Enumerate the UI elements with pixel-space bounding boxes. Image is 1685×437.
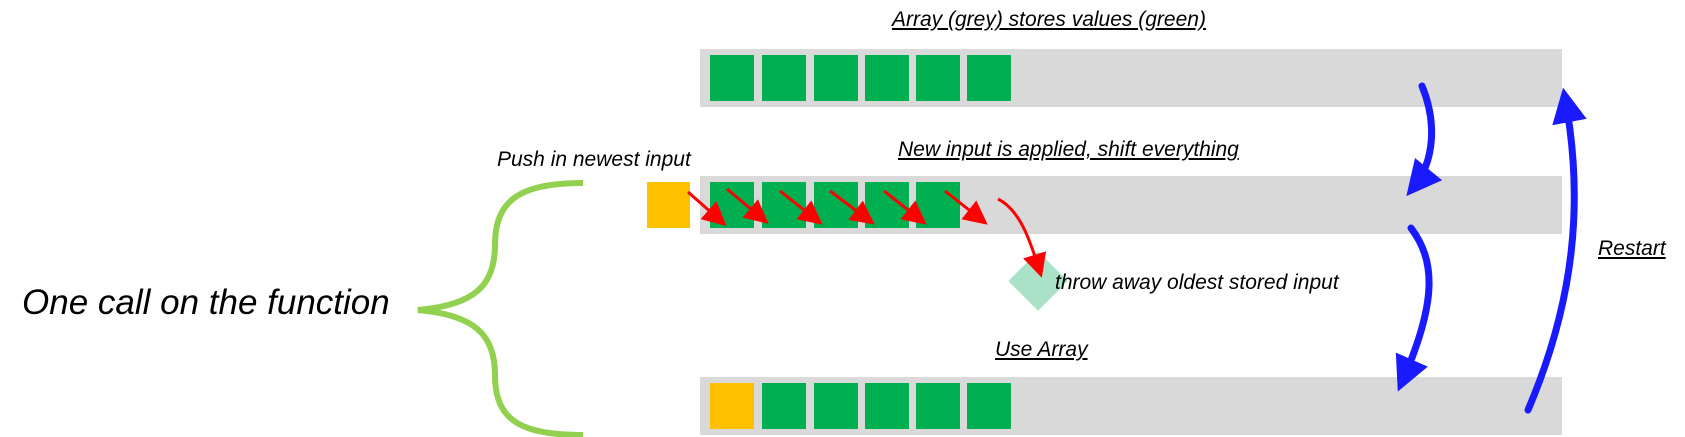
value-cell bbox=[814, 55, 858, 101]
flow-arrows bbox=[1395, 82, 1587, 414]
value-cell bbox=[865, 55, 909, 101]
value-cell bbox=[762, 55, 806, 101]
use-array-label: Use Array bbox=[995, 338, 1088, 361]
value-cell bbox=[762, 383, 806, 429]
new-input-cell bbox=[647, 182, 690, 228]
discard-label: throw away oldest stored input bbox=[1055, 271, 1339, 294]
value-cell bbox=[967, 383, 1011, 429]
restart-label: Restart bbox=[1598, 237, 1666, 260]
value-cell bbox=[814, 383, 858, 429]
function-call-brace bbox=[417, 180, 584, 437]
function-call-label: One call on the function bbox=[22, 283, 390, 322]
title-label: Array (grey) stores values (green) bbox=[892, 8, 1206, 31]
push-label: Push in newest input bbox=[497, 148, 691, 171]
value-cell bbox=[916, 55, 960, 101]
value-cell bbox=[967, 55, 1011, 101]
shift-arrows bbox=[687, 187, 1047, 278]
value-cell bbox=[865, 383, 909, 429]
shift-label: New input is applied, shift everything bbox=[898, 138, 1239, 161]
value-cell bbox=[710, 55, 754, 101]
array-bar-stored bbox=[700, 49, 1562, 107]
value-cell bbox=[916, 383, 960, 429]
input-cell bbox=[710, 383, 754, 429]
